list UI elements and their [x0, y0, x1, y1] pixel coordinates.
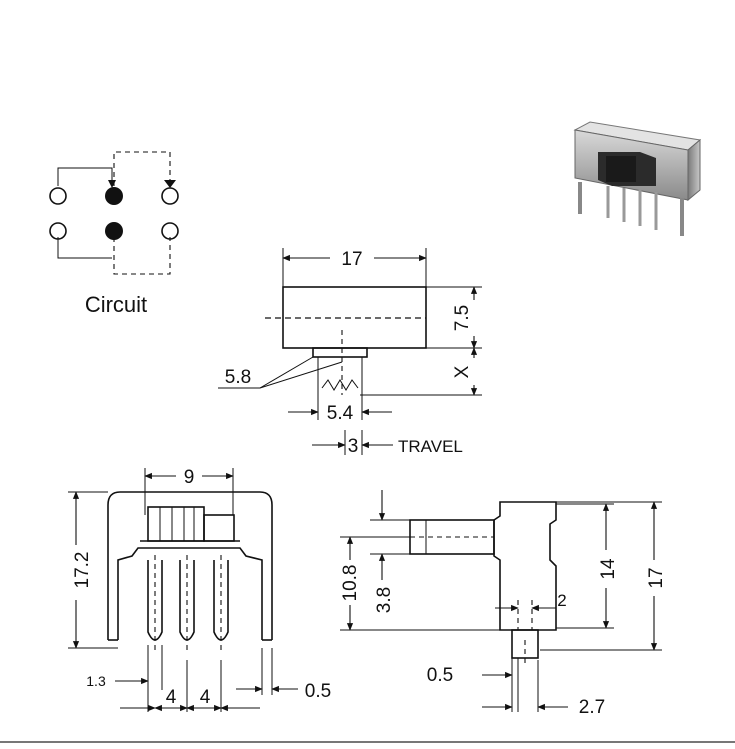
switch-body-outline [282, 286, 427, 349]
front-view: 9 17.2 1.3 4 4 0.5 [68, 467, 331, 712]
actuator-outline [312, 347, 368, 358]
dim-pin-thickness: 0.5 [427, 665, 453, 686]
circuit-diagram: Circuit [49, 151, 179, 317]
terminal-open [161, 222, 179, 240]
dim-pin-width: 1.3 [86, 673, 106, 689]
terminal-open [161, 187, 179, 205]
side-body-outline [493, 501, 557, 631]
dim-total-height: 17 [646, 567, 667, 588]
slider-housing [203, 514, 235, 542]
circuit-link-bottom-left [57, 237, 112, 259]
travel-zigzag [321, 379, 359, 391]
circuit-dashed-bottom [113, 237, 171, 275]
dim-lever-width: 9 [184, 467, 195, 488]
dim-lever-width: 5.4 [327, 403, 354, 424]
dim-pitch: 4 [166, 687, 177, 708]
dim-height: 17.2 [72, 552, 93, 589]
circuit-link-top-left [57, 167, 113, 186]
terminal-common [105, 222, 123, 240]
arrow-icon [164, 180, 176, 188]
top-view: 17 7.5 X 5.8 5.4 3 TRAVEL [218, 248, 482, 457]
circuit-dashed-top [113, 151, 171, 186]
dim-width: 17 [341, 249, 362, 270]
product-photo [573, 121, 702, 236]
dim-pin-gap: 2 [557, 591, 566, 610]
slider-knob [147, 506, 205, 542]
terminal-common [105, 187, 123, 205]
frame-outline [107, 491, 273, 640]
dim-thickness: 0.5 [305, 681, 331, 702]
travel-label: TRAVEL [398, 437, 463, 456]
dim-lever-offset: 5.8 [225, 367, 251, 388]
dim-lever-height: 3.8 [374, 587, 395, 613]
side-view: 10.8 3.8 2 14 17 0.5 2.7 [340, 490, 667, 718]
arrow-icon [108, 180, 116, 188]
frame-inner [117, 547, 263, 640]
dim-travel: 3 [348, 436, 359, 457]
dim-lever-extent: 10.8 [340, 565, 361, 602]
dim-travel-x: X [452, 365, 473, 378]
terminal-open [49, 187, 67, 205]
terminal-open [49, 222, 67, 240]
dim-pitch: 4 [200, 687, 211, 708]
dim-pin-offset: 2.7 [579, 697, 605, 718]
circuit-label: Circuit [85, 292, 147, 317]
dim-body-height: 14 [598, 558, 619, 580]
dim-height: 7.5 [452, 305, 473, 331]
